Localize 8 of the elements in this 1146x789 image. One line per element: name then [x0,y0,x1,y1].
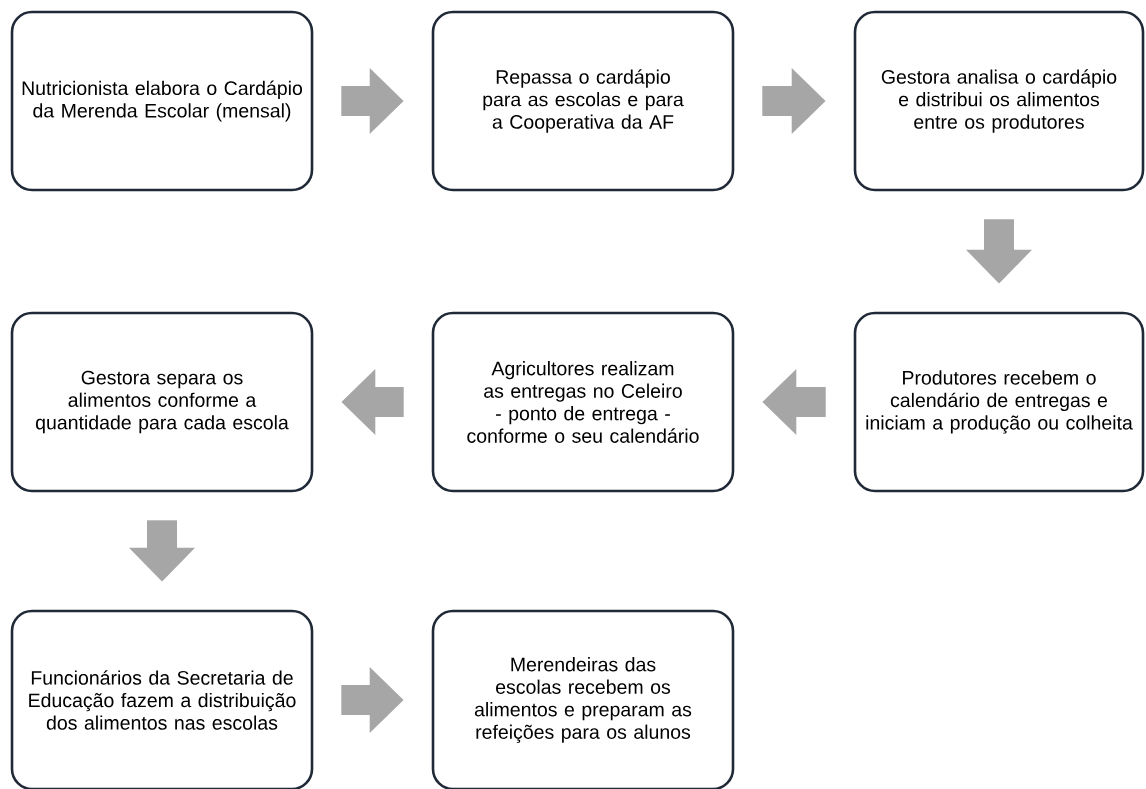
process-box: Nutricionista elabora o Cardápio da Merenda Escolar (mensal) [10,10,314,192]
process-box: Merendeiras das escolas recebem os alimentos e preparam as refeições para os alunos [431,609,735,789]
process-box: Gestora separa os alimentos conforme a quantidade para cada escola [10,311,314,493]
process-box: Gestora analisa o cardápio e distribui os alimentos entre os produtores [853,10,1145,192]
process-box: Agricultores realizam as entregas no Celeiro - ponto de entrega - conforme o seu calendário [431,311,735,493]
process-box: Repassa o cardápio para as escolas e para a Cooperativa da AF [431,10,735,192]
process-box: Funcionários da Secretaria de Educação fazem a distribuição dos alimentos nas escolas [10,609,314,789]
process-box: Produtores recebem o calendário de entregas e iniciam a produção ou colheita [853,311,1145,493]
